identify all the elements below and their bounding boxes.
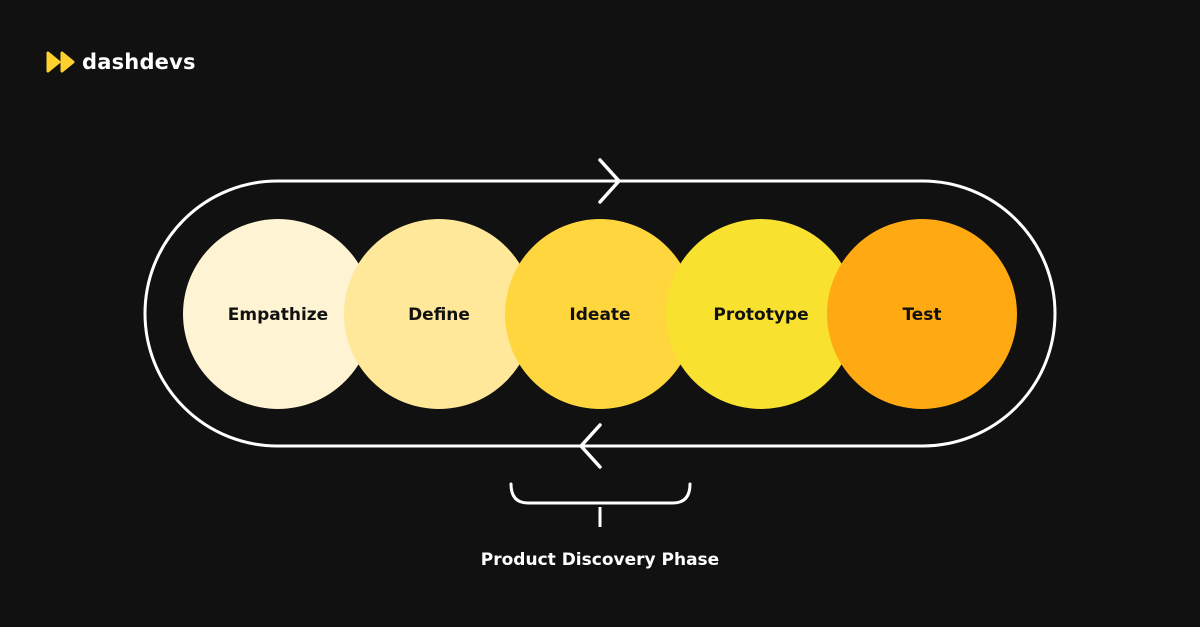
stage-circle bbox=[505, 219, 695, 409]
stage-label: Define bbox=[408, 305, 470, 325]
stage-label: Empathize bbox=[228, 305, 328, 325]
brand-logo: dashdevs bbox=[46, 50, 196, 74]
stage-empathize: Empathize bbox=[183, 219, 373, 409]
arrow-right-icon bbox=[598, 158, 621, 204]
double-play-icon bbox=[46, 51, 75, 73]
stage-circles: Empathize Define Ideate Prototype Test bbox=[183, 219, 1017, 409]
stage-circle bbox=[666, 219, 856, 409]
stage-test: Test bbox=[827, 219, 1017, 409]
arrow-left-icon bbox=[579, 423, 602, 469]
stage-circle bbox=[344, 219, 534, 409]
stage-label: Ideate bbox=[569, 305, 630, 325]
stage-label: Test bbox=[902, 305, 941, 325]
cycle-loop bbox=[143, 179, 1057, 448]
stage-circle bbox=[827, 219, 1017, 409]
phase-bracket bbox=[509, 482, 692, 505]
stage-ideate: Ideate bbox=[505, 219, 695, 409]
stage-prototype: Prototype bbox=[666, 219, 856, 409]
stage-define: Define bbox=[344, 219, 534, 409]
phase-label: Product Discovery Phase bbox=[481, 550, 719, 570]
brand-name: dashdevs bbox=[82, 50, 196, 74]
stage-label: Prototype bbox=[713, 305, 808, 325]
stage-circle bbox=[183, 219, 373, 409]
